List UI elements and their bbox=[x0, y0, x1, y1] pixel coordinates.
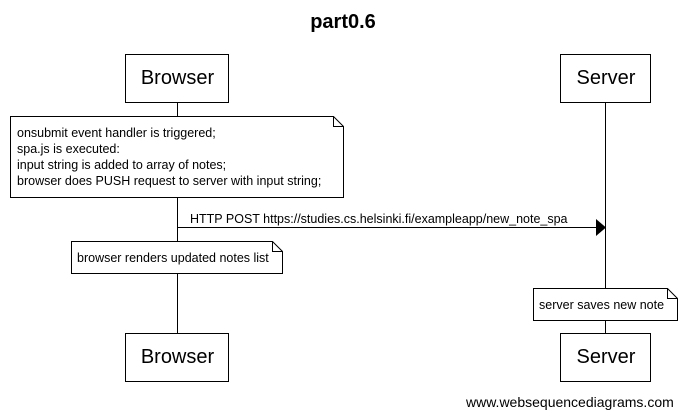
note-submit-shape bbox=[10, 116, 344, 198]
participant-browser-bottom: Browser bbox=[140, 346, 215, 368]
note-render: browser renders updated notes list bbox=[77, 251, 269, 265]
browser-box-bottom bbox=[125, 333, 229, 382]
footer-watermark: www.websequencediagrams.com bbox=[466, 394, 674, 410]
browser-box-top bbox=[125, 54, 229, 103]
note-render-shape bbox=[71, 241, 283, 274]
note-save-shape bbox=[533, 288, 678, 321]
note-submit-line: onsubmit event handler is triggered; bbox=[17, 126, 216, 140]
participant-server-top: Server bbox=[576, 67, 636, 89]
participant-browser-top: Browser bbox=[140, 67, 215, 89]
note-save: server saves new note bbox=[539, 298, 665, 312]
post-arrowhead bbox=[596, 219, 606, 236]
note-submit-line: input string is added to array of notes; bbox=[17, 158, 227, 172]
diagram-title: part0.6 bbox=[310, 11, 376, 33]
note-submit-line: spa.js is executed: bbox=[17, 142, 120, 156]
participant-server-bottom: Server bbox=[576, 346, 636, 368]
note-submit: onsubmit event handler is triggered; spa… bbox=[17, 125, 321, 189]
note-submit-line: browser does PUSH request to server with… bbox=[17, 174, 322, 188]
post-message-label: HTTP POST https://studies.cs.helsinki.fi… bbox=[190, 212, 568, 226]
server-box-bottom bbox=[560, 333, 651, 382]
server-box-top bbox=[560, 54, 651, 103]
